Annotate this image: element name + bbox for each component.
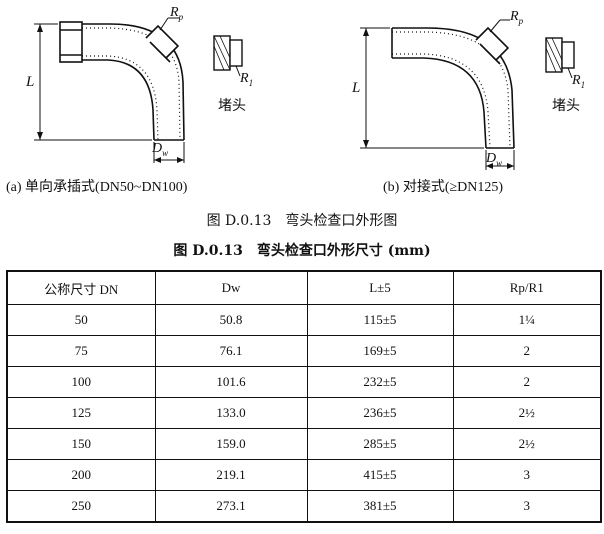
table-cell: 415±5 (306, 459, 454, 491)
label-r1-b: R1 (571, 73, 585, 90)
table-title: 图 D.0.13 弯头检查口外形尺寸 (mm) (173, 243, 431, 259)
caption-b: (b) 对接式(≥DN125) (383, 180, 504, 195)
table-cell: 232±5 (306, 366, 454, 398)
plug-drawing-b (545, 37, 575, 79)
header-dw: Dw (154, 270, 308, 305)
table-cell: 133.0 (154, 397, 308, 429)
table-cell: 236±5 (306, 397, 454, 429)
table-cell: 75 (6, 335, 156, 367)
elbow-drawing-a (34, 17, 185, 163)
elbow-drawing-b (360, 19, 515, 170)
header-l: L±5 (306, 270, 454, 305)
label-l-a: L (25, 74, 34, 90)
table-cell: 50 (6, 304, 156, 336)
plug-label-a: 堵头 (218, 98, 246, 114)
header-rp-r1: Rp/R1 (452, 270, 602, 305)
label-rp-b: Rp (509, 9, 524, 26)
table-header-row: 公称尺寸 DN Dw L±5 Rp/R1 (6, 270, 602, 305)
table-cell: 219.1 (154, 459, 308, 491)
table-cell: 200 (6, 459, 156, 491)
label-rp-a: Rp (169, 5, 184, 22)
table-cell: 1¼ (452, 304, 602, 336)
figure-title: 图 D.0.13 弯头检查口外形图 (206, 213, 398, 229)
table-cell: 2 (452, 366, 602, 398)
table-cell: 169±5 (306, 335, 454, 367)
elbow-inspection-figure: Rp R1 L Dw 堵头 Rp R1 L Dw 堵头 (25, 5, 585, 170)
table-cell: 115±5 (306, 304, 454, 336)
table-cell: 125 (6, 397, 156, 429)
table-cell: 381±5 (306, 490, 454, 523)
table-cell: 250 (6, 490, 156, 523)
table-cell: 2½ (452, 428, 602, 460)
table-cell: 273.1 (154, 490, 308, 523)
table-cell: 2 (452, 335, 602, 367)
table-cell: 101.6 (154, 366, 308, 398)
table-cell: 76.1 (154, 335, 308, 367)
table-cell: 159.0 (154, 428, 308, 460)
table-cell: 3 (452, 490, 602, 523)
plug-drawing-a (213, 35, 243, 77)
label-dw-b: Dw (485, 151, 502, 168)
table-cell: 50.8 (154, 304, 308, 336)
caption-a: (a) 单向承插式(DN50~DN100) (6, 180, 188, 195)
header-nominal-size: 公称尺寸 DN (6, 270, 156, 305)
label-l-b: L (351, 80, 360, 96)
table-cell: 3 (452, 459, 602, 491)
label-dw-a: Dw (151, 141, 168, 158)
label-r1-a: R1 (239, 71, 253, 88)
table-cell: 100 (6, 366, 156, 398)
plug-label-b: 堵头 (552, 98, 580, 114)
table-cell: 285±5 (306, 428, 454, 460)
table-cell: 150 (6, 428, 156, 460)
table-cell: 2½ (452, 397, 602, 429)
